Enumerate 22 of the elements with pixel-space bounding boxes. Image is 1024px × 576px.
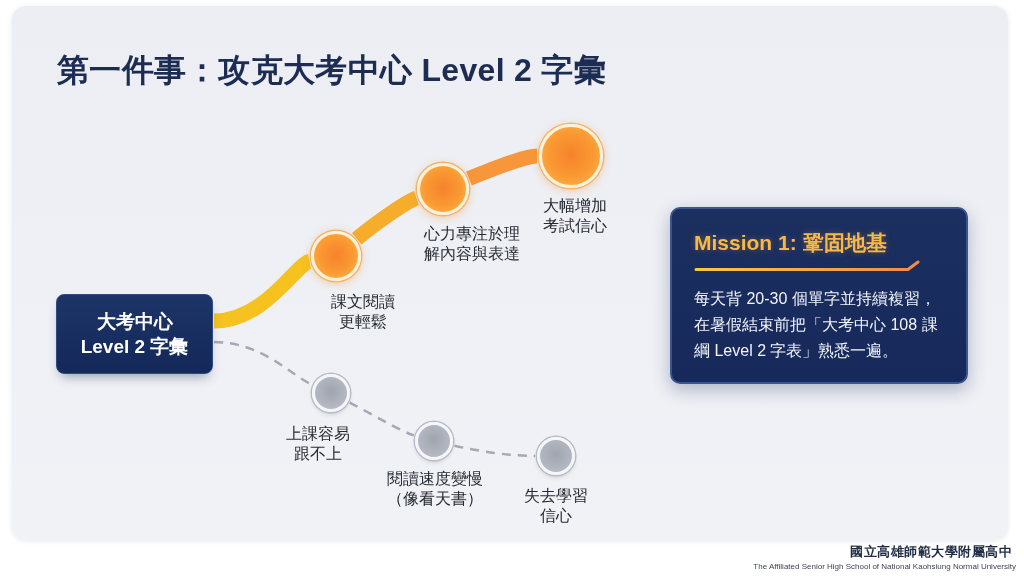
milestone-caption: 上課容易跟不上 [285,424,351,464]
thick-curve-connector [213,254,313,329]
slide-title: 第一件事：攻克大考中心 Level 2 字彙 [57,51,606,90]
thick-curve-connector [352,191,420,245]
topic-box [56,294,213,374]
topic-label: 大考中心 Level 2 字彙 [79,310,190,359]
dashed-curve-connector [454,444,535,458]
milestone-circle [415,422,453,460]
footer-school-name: 國立高雄師範大學附屬高中 [850,544,1012,560]
thick-curve-connector [466,148,538,186]
milestone-caption: 心力專注於理解內容與表達 [423,224,521,264]
milestone-caption: 失去學習信心 [523,486,589,526]
milestone-caption: 大幅增加考試信心 [542,196,608,236]
milestone-caption: 課文閱讀更輕鬆 [330,292,396,332]
milestone-caption: 閱讀速度變慢（像看天書） [386,469,484,509]
card-title: Mission 1: 鞏固地基 [694,230,887,256]
milestone-circle [312,374,350,412]
mission-card [670,207,968,384]
card-text: 每天背 20-30 個單字並持續複習，在暑假結束前把「大考中心 108 課綱 Level 2 字表」熟悉一遍。 [694,289,939,361]
milestone-circle [537,437,575,475]
footer-school-subtitle: The Affiliated Senior High School of National Kaohsiung Normal University [753,562,1016,572]
dashed-curve-connector [349,401,415,437]
